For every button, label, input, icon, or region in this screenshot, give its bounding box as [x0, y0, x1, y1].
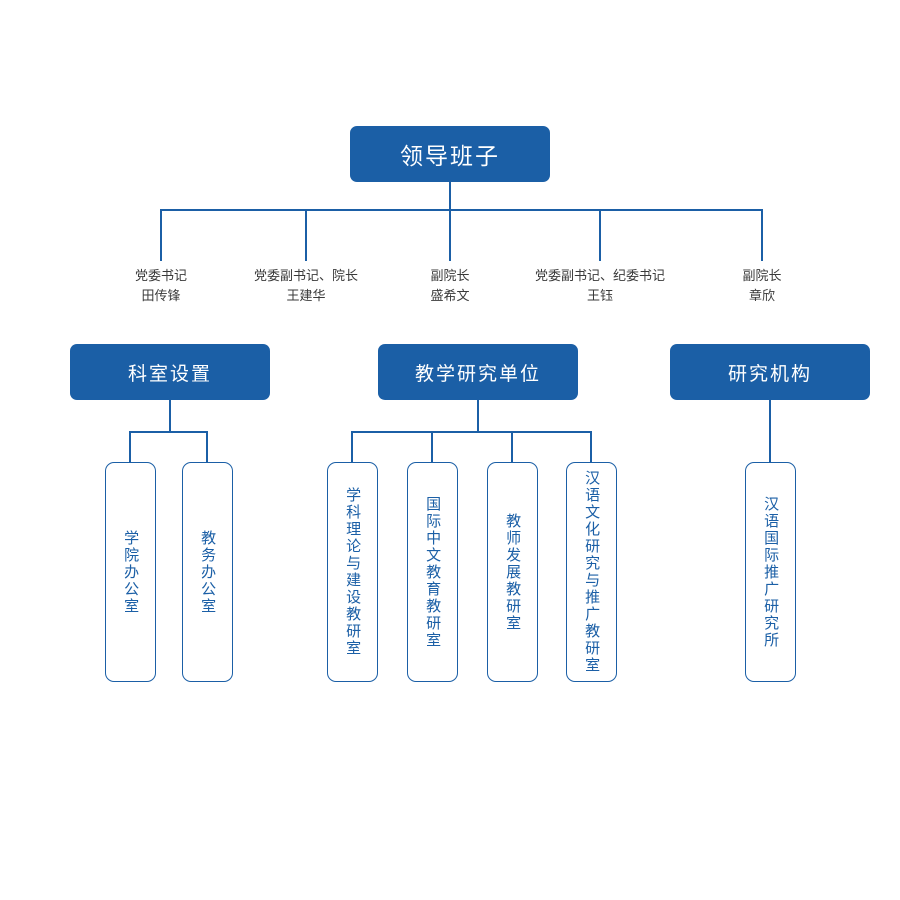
- node-root-leadership[interactable]: 领导班子: [350, 126, 550, 182]
- connector-section2-drop-2: [431, 431, 433, 463]
- connector-section1-drop-1: [129, 431, 131, 463]
- connector-leader-bus: [161, 209, 762, 211]
- node-unit-discipline-theory[interactable]: 学科理论与建设教研室: [327, 462, 378, 682]
- connector-section2-drop-3: [511, 431, 513, 463]
- connector-leader-drop-2: [305, 209, 307, 261]
- leader-4-post: 党委副书记、纪委书记: [534, 268, 666, 283]
- leader-1-name: 田传锋: [141, 288, 181, 304]
- connector-section2-drop-4: [590, 431, 592, 463]
- leader-5-post: 副院长: [742, 268, 782, 283]
- leader-3-post: 副院长: [430, 268, 470, 283]
- node-unit-academic-affairs-office[interactable]: 教务办公室: [182, 462, 233, 682]
- leader-2-post: 党委副书记、院长: [253, 268, 359, 283]
- leader-3: 副院长 盛希文: [430, 266, 469, 306]
- node-unit-discipline-theory-label: 学科理论与建设教研室: [344, 487, 362, 657]
- node-section-teaching-research-label: 教学研究单位: [414, 363, 541, 385]
- node-unit-chinese-intl-promotion-institute-label: 汉语国际推广研究所: [762, 495, 780, 649]
- node-unit-chinese-culture-promotion[interactable]: 汉语文化研究与推广教研室: [566, 462, 617, 682]
- node-unit-academic-affairs-office-label: 教务办公室: [199, 529, 217, 615]
- connector-root-stem: [449, 182, 451, 210]
- leader-3-name: 盛希文: [430, 288, 470, 304]
- node-unit-college-office-label: 学院办公室: [122, 529, 140, 615]
- connector-section3-stem: [769, 400, 771, 462]
- connector-section1-stem: [169, 400, 171, 432]
- connector-leader-drop-3: [449, 209, 451, 261]
- connector-leader-drop-1: [160, 209, 162, 261]
- node-section-departments-label: 科室设置: [127, 363, 212, 385]
- node-unit-chinese-culture-promotion-label: 汉语文化研究与推广教研室: [583, 470, 601, 674]
- leader-5-name: 章欣: [748, 288, 776, 304]
- node-section-research-institutes[interactable]: 研究机构: [670, 344, 870, 400]
- connector-section1-drop-2: [206, 431, 208, 463]
- connector-section2-stem: [477, 400, 479, 432]
- node-section-departments[interactable]: 科室设置: [70, 344, 270, 400]
- leader-5: 副院长 章欣: [742, 266, 781, 306]
- node-unit-teacher-development[interactable]: 教师发展教研室: [487, 462, 538, 682]
- node-unit-chinese-intl-promotion-institute[interactable]: 汉语国际推广研究所: [745, 462, 796, 682]
- leader-1: 党委书记 田传锋: [135, 266, 187, 306]
- node-section-research-institutes-label: 研究机构: [727, 363, 812, 385]
- node-root-label: 领导班子: [400, 143, 500, 169]
- connector-leader-drop-4: [599, 209, 601, 261]
- connector-leader-drop-5: [761, 209, 763, 261]
- node-unit-intl-chinese-education[interactable]: 国际中文教育教研室: [407, 462, 458, 682]
- leader-2-name: 王建华: [286, 288, 326, 304]
- node-unit-intl-chinese-education-label: 国际中文教育教研室: [424, 495, 442, 649]
- leader-1-post: 党委书记: [134, 268, 188, 283]
- node-unit-college-office[interactable]: 学院办公室: [105, 462, 156, 682]
- leader-2: 党委副书记、院长 王建华: [254, 266, 358, 306]
- node-section-teaching-research[interactable]: 教学研究单位: [378, 344, 578, 400]
- connector-section2-drop-1: [351, 431, 353, 463]
- node-unit-teacher-development-label: 教师发展教研室: [504, 512, 522, 632]
- leader-4: 党委副书记、纪委书记 王钰: [535, 266, 665, 306]
- connector-section2-bus: [352, 431, 592, 433]
- connector-section1-bus: [130, 431, 208, 433]
- leader-4-name: 王钰: [586, 288, 614, 304]
